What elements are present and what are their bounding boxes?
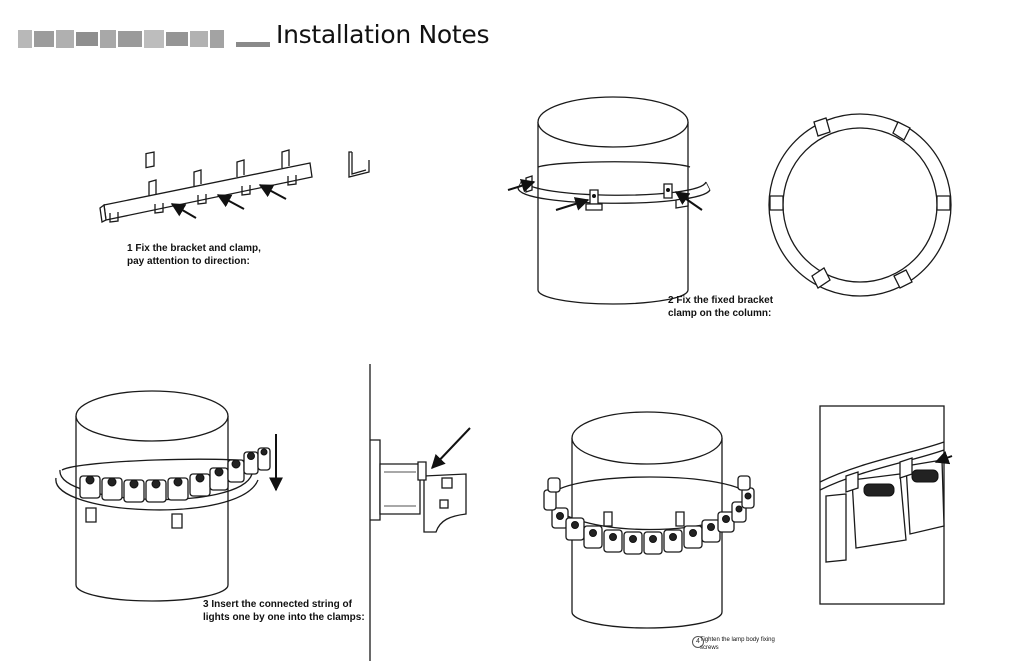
step3-side-detail <box>369 364 471 661</box>
step1-bracket-strip <box>99 149 313 223</box>
step1-caption: 1 Fix the bracket and clamp, pay attenti… <box>127 243 261 267</box>
step4-zoom-detail <box>819 405 953 605</box>
step4-column <box>543 411 755 629</box>
step4-number: 4 <box>692 636 704 648</box>
step4-caption: Tighten the lamp body fixing screws <box>700 637 775 651</box>
brand-logo-blurred <box>18 30 270 48</box>
page-title: Installation Notes <box>276 20 490 49</box>
step3-caption: 3 Insert the connected string of lights … <box>203 599 365 623</box>
step3-column <box>55 390 283 602</box>
step2-column <box>507 96 711 305</box>
step4-lamp-ring <box>543 475 755 555</box>
step3-lamp-string <box>79 447 271 503</box>
step2-caption: 2 Fix the fixed bracket clamp on the col… <box>668 295 774 319</box>
step2-ring-top-view <box>768 113 952 297</box>
step1-clamp-profile <box>348 151 370 178</box>
